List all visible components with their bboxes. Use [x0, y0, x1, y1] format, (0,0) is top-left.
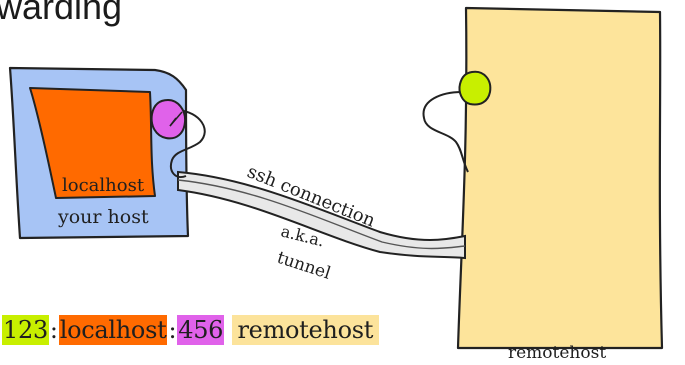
- remotehost-label: remotehost: [508, 343, 606, 363]
- localhost-label: localhost: [62, 175, 145, 196]
- local-port-456: [150, 98, 187, 140]
- remote-port-123: [458, 70, 492, 106]
- legend-remote-port: 456: [177, 315, 225, 345]
- legend-local-port: 123: [2, 315, 49, 345]
- legend-remotehost: remotehost: [231, 315, 380, 345]
- legend-localhost: localhost: [58, 315, 168, 345]
- tunnel-label: tunnel: [274, 248, 333, 284]
- local-port-loop: [170, 109, 206, 178]
- legend-separator: :: [168, 316, 177, 344]
- your-host-label: your host: [57, 206, 149, 228]
- remotehost-box: [456, 6, 664, 350]
- forwarding-spec: 123:localhost:456 remotehost: [2, 315, 380, 345]
- legend-separator: :: [49, 316, 58, 344]
- remote-port-loop: [422, 91, 469, 173]
- page-title: warding: [0, 0, 123, 27]
